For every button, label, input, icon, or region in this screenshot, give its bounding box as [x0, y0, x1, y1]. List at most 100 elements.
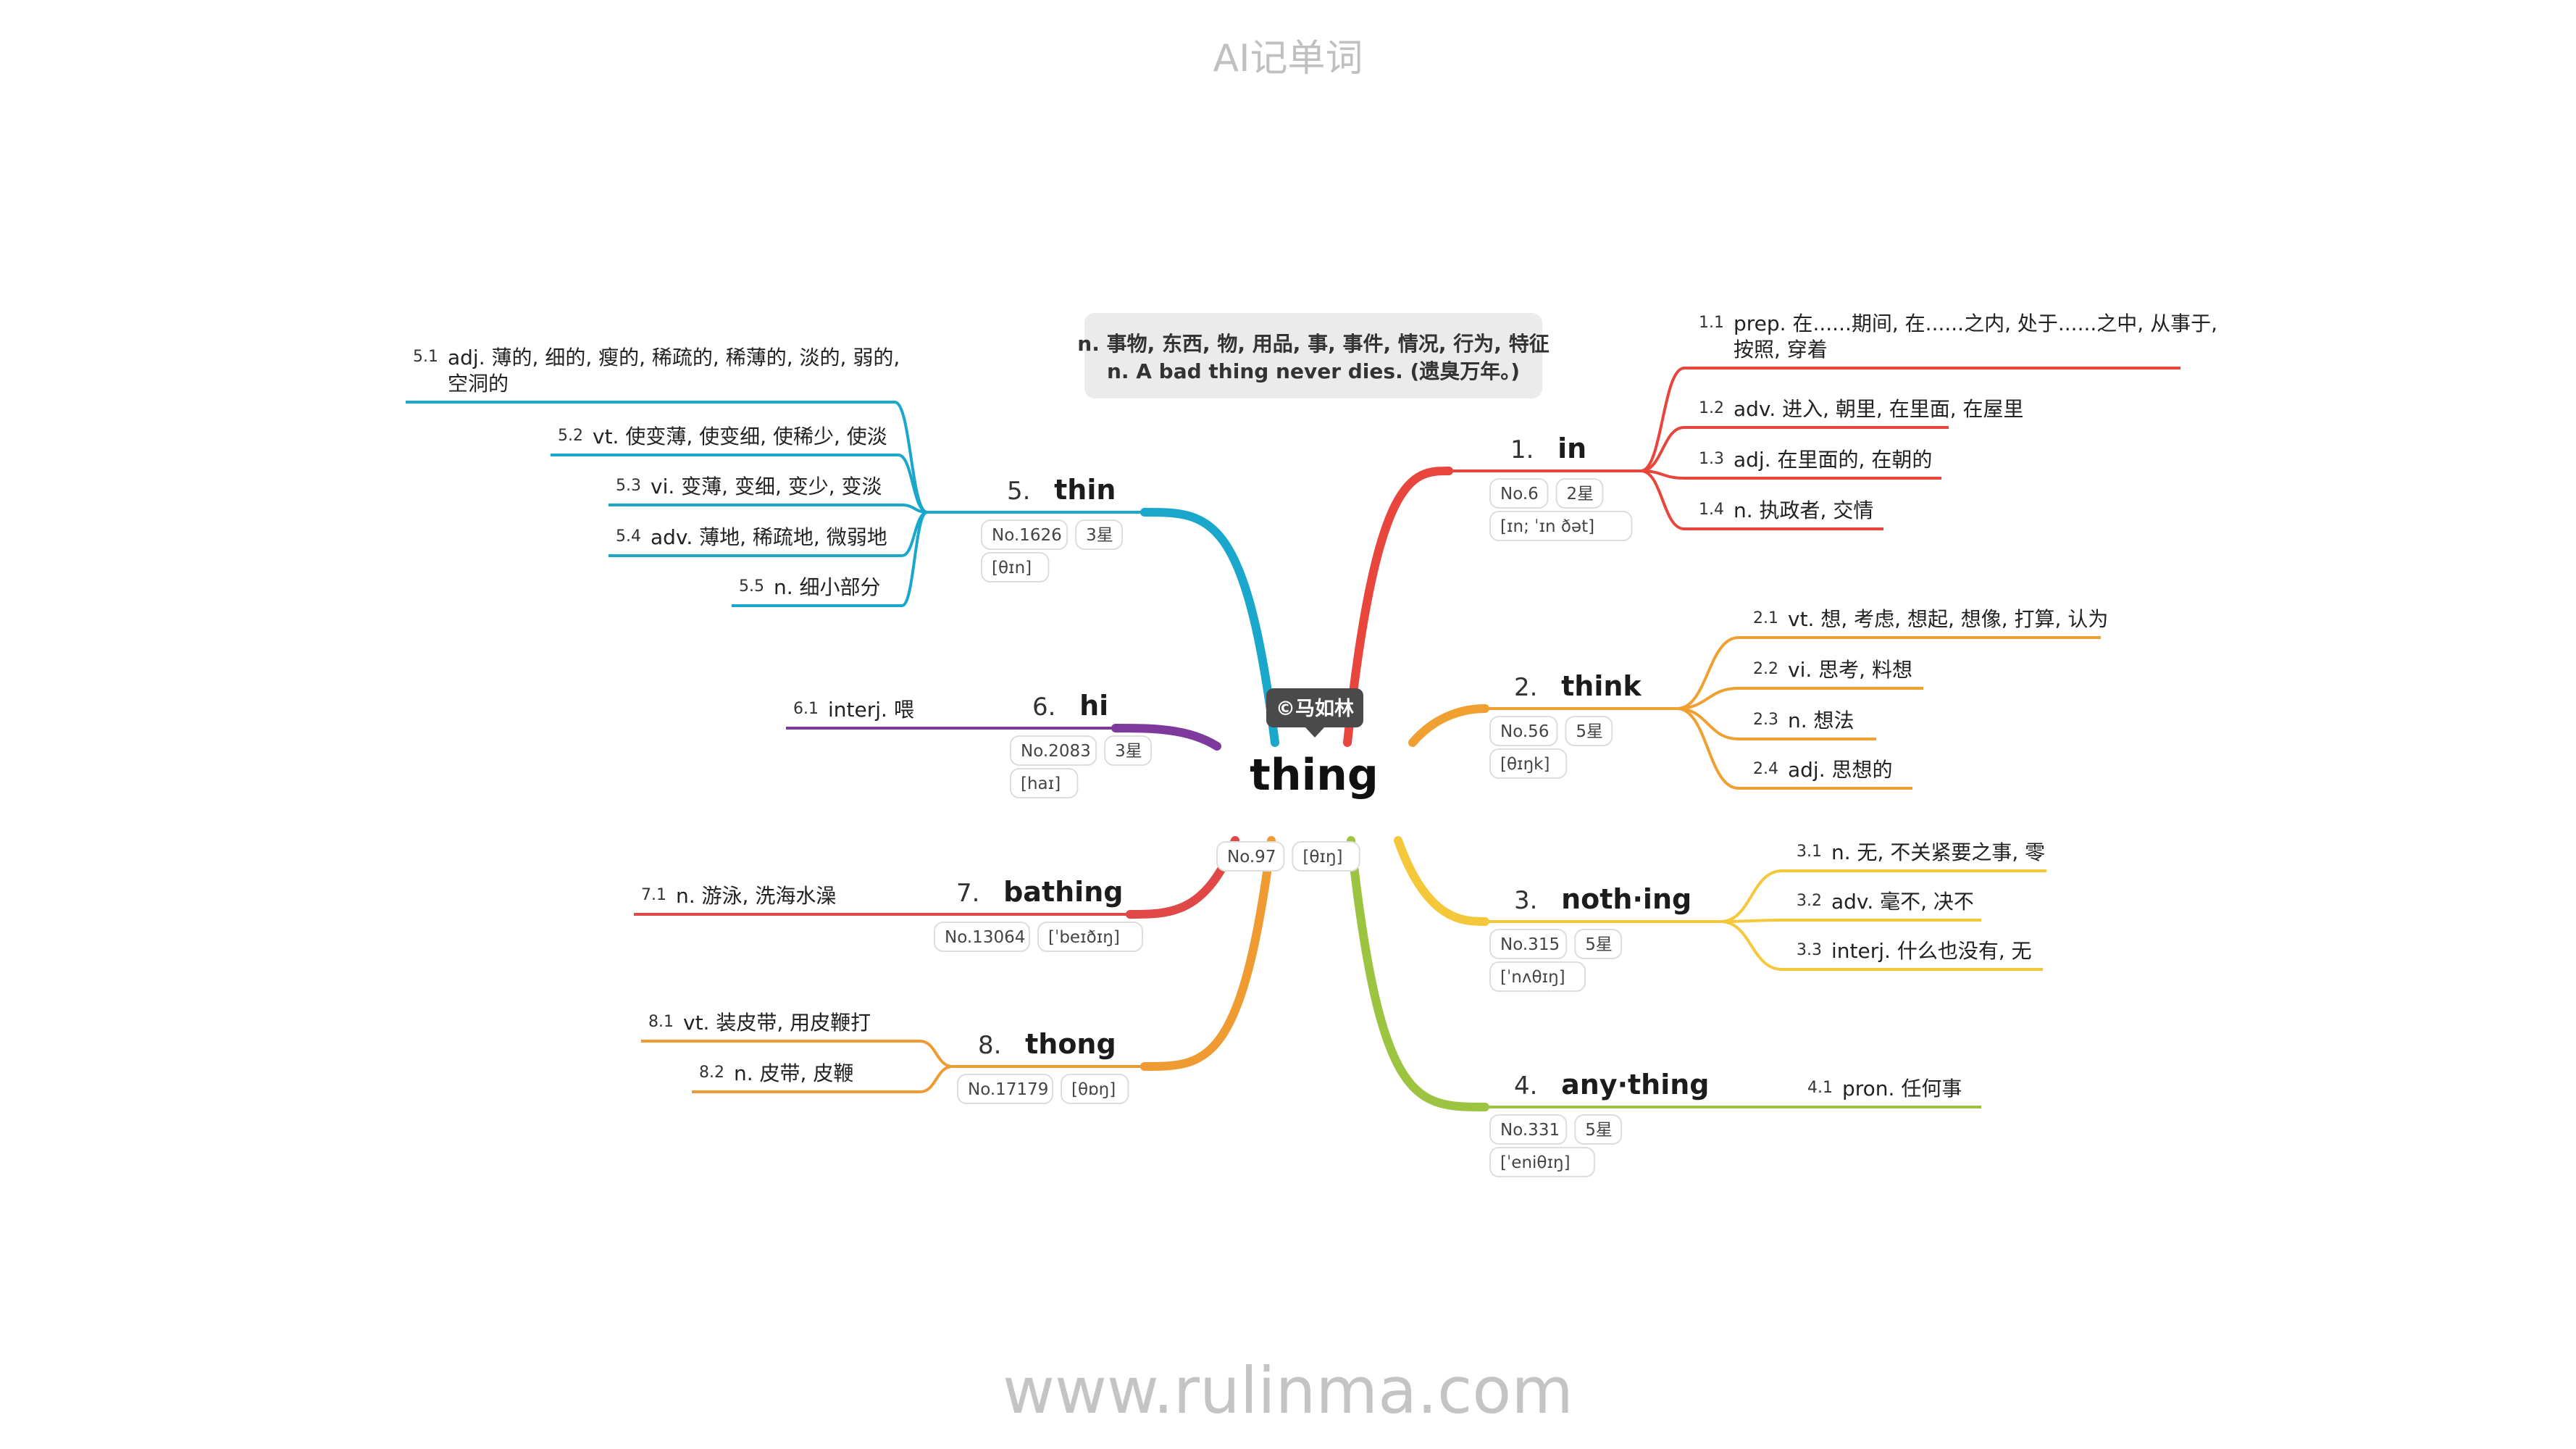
sense-number-thong-1: 8.1: [648, 1013, 674, 1031]
meta-nothing-2-box: [1574, 929, 1623, 959]
page-title: AI记单词: [1213, 37, 1363, 80]
sense-text-nothing-3: interj. 什么也没有, 无: [1831, 939, 2032, 963]
branch-number-nothing: 3.: [1514, 886, 1537, 915]
meta-anything-1-box: [1489, 1114, 1568, 1145]
sense-number-think-1: 2.1: [1753, 609, 1778, 627]
sense-text-in-2: adv. 进入, 朝里, 在里面, 在屋里: [1734, 397, 2024, 421]
sense-connector-thin-5: [901, 511, 928, 607]
sense-connector-nothing-3: [1720, 920, 1783, 971]
sense-number-nothing-1: 3.1: [1797, 843, 1822, 861]
meta-in-3-box: [1489, 511, 1633, 541]
meta-in-3: [ɪn; ˈɪn ðət]: [1500, 517, 1594, 536]
author-badge-pointer: [1305, 727, 1324, 738]
branch-word-anything: any·thing: [1561, 1069, 1709, 1101]
sense-number-hi-1: 6.1: [793, 700, 819, 718]
sense-text-thin-3: vi. 变薄, 变细, 变少, 变淡: [651, 475, 882, 498]
meta-nothing-1: No.315: [1500, 935, 1560, 954]
branch-curve-hi: [1111, 724, 1221, 751]
sense-connector-nothing-1: [1720, 869, 1783, 923]
sense-number-thin-5: 5.5: [739, 577, 764, 596]
branch-number-thong: 8.: [978, 1031, 1001, 1060]
sense-text-thin-1: adj. 薄的, 细的, 瘦的, 稀疏的, 稀薄的, 淡的, 弱的,: [448, 346, 900, 369]
meta-hi-1: No.2083: [1021, 742, 1091, 761]
meta-anything-3-box: [1489, 1147, 1595, 1177]
sense-number-bathing-1: 7.1: [641, 886, 666, 904]
meta-hi-3: [haɪ]: [1021, 774, 1061, 793]
branch-curve-thin: [1140, 508, 1279, 747]
sense-connector-in-2: [1640, 426, 1685, 472]
meta-hi-2: 3星: [1115, 742, 1142, 761]
sense-connector-thong-2: [919, 1065, 953, 1093]
sense-text-think-2: vi. 思考, 料想: [1788, 658, 1912, 682]
definition-example: n. A bad thing never dies. (遗臭万年。): [1107, 359, 1520, 383]
author-badge: [1266, 688, 1363, 727]
branch-number-hi: 6.: [1032, 693, 1055, 722]
branch-number-bathing: 7.: [956, 879, 979, 908]
meta-thin-3: [θɪn]: [992, 559, 1032, 577]
sense-number-think-2: 2.2: [1753, 660, 1778, 678]
meta-in-2-box: [1555, 478, 1604, 509]
sense-text-nothing-1: n. 无, 不关紧要之事, 零: [1831, 840, 2045, 864]
sense-text-thin-4: adv. 薄地, 稀疏地, 微弱地: [651, 525, 887, 549]
sense-text-in-4: n. 执政者, 交情: [1734, 498, 1873, 522]
sense-number-nothing-3: 3.3: [1797, 941, 1822, 959]
sense-number-anything-1: 4.1: [1807, 1079, 1833, 1097]
meta-thong-2-box: [1061, 1074, 1129, 1104]
meta-bathing-1-box: [934, 922, 1031, 952]
sense-number-thin-3: 5.3: [616, 477, 641, 495]
branch-number-in: 1.: [1510, 435, 1534, 464]
branch-curve-thong: [1140, 836, 1276, 1071]
sense-number-in-2: 1.2: [1699, 399, 1724, 417]
branch-word-thong: thong: [1025, 1028, 1116, 1060]
sense-connector-think-2: [1676, 687, 1739, 710]
branch-word-think: think: [1561, 670, 1642, 702]
sense-text-thin-2: vt. 使变薄, 使变细, 使稀少, 使淡: [593, 425, 887, 448]
branch-curve-nothing: [1394, 836, 1489, 926]
sense-connector-in-4: [1640, 469, 1685, 530]
sense-number-thin-1: 5.1: [413, 348, 438, 366]
footer-website: www.rulinma.com: [1002, 1353, 1573, 1428]
sense-text-bathing-1: n. 游泳, 洗海水澡: [676, 884, 836, 908]
branch-word-in: in: [1557, 433, 1586, 464]
sense-number-thin-4: 5.4: [616, 527, 641, 546]
sense-connector-think-1: [1676, 636, 1739, 710]
meta-think-3: [θɪŋk]: [1500, 755, 1550, 774]
sense-number-in-4: 1.4: [1699, 501, 1724, 519]
branch-word-hi: hi: [1079, 690, 1108, 722]
center-meta-1-box: [1216, 841, 1285, 872]
meta-thin-2: 3星: [1086, 526, 1113, 545]
definition-text: n. 事物, 东西, 物, 用品, 事, 事件, 情况, 行为, 特征: [1077, 332, 1549, 356]
sense-number-thong-2: 8.2: [699, 1064, 724, 1082]
definition-card: [1084, 313, 1542, 398]
meta-nothing-2: 5星: [1585, 935, 1613, 954]
center-word: thing: [1250, 750, 1379, 801]
meta-in-1-box: [1489, 478, 1549, 509]
branch-number-anything: 4.: [1514, 1072, 1537, 1101]
center-meta-2: [θɪŋ]: [1302, 848, 1342, 867]
sense-number-in-3: 1.3: [1699, 450, 1724, 468]
sense-connector-thin-2: [898, 454, 928, 514]
sense-connector-think-3: [1676, 707, 1739, 740]
sense-connector-nothing-2: [1720, 919, 1783, 923]
meta-thin-1: No.1626: [992, 526, 1062, 545]
meta-anything-1: No.331: [1500, 1121, 1560, 1140]
sense-text-hi-1: interj. 喂: [828, 698, 914, 722]
author-badge-text: ©马如林: [1276, 698, 1354, 720]
meta-think-1: No.56: [1500, 722, 1549, 741]
branch-curve-think: [1408, 704, 1489, 747]
sense-text-thong-1: vt. 装皮带, 用皮鞭打: [683, 1011, 871, 1035]
branch-word-thin: thin: [1054, 474, 1116, 506]
sense-text-thin-1: 空洞的: [448, 372, 509, 396]
center-meta-1: No.97: [1227, 848, 1276, 867]
sense-number-in-1: 1.1: [1699, 314, 1724, 332]
meta-anything-2-box: [1574, 1114, 1623, 1145]
sense-number-nothing-2: 3.2: [1797, 892, 1822, 910]
meta-think-3-box: [1489, 748, 1568, 779]
sense-text-in-1: 按照, 穿着: [1734, 338, 1828, 362]
meta-thin-1-box: [981, 519, 1069, 550]
branch-number-thin: 5.: [1007, 477, 1030, 506]
branch-word-nothing: noth·ing: [1561, 883, 1691, 915]
meta-think-2-box: [1565, 716, 1613, 746]
branch-curve-anything: [1347, 836, 1489, 1111]
